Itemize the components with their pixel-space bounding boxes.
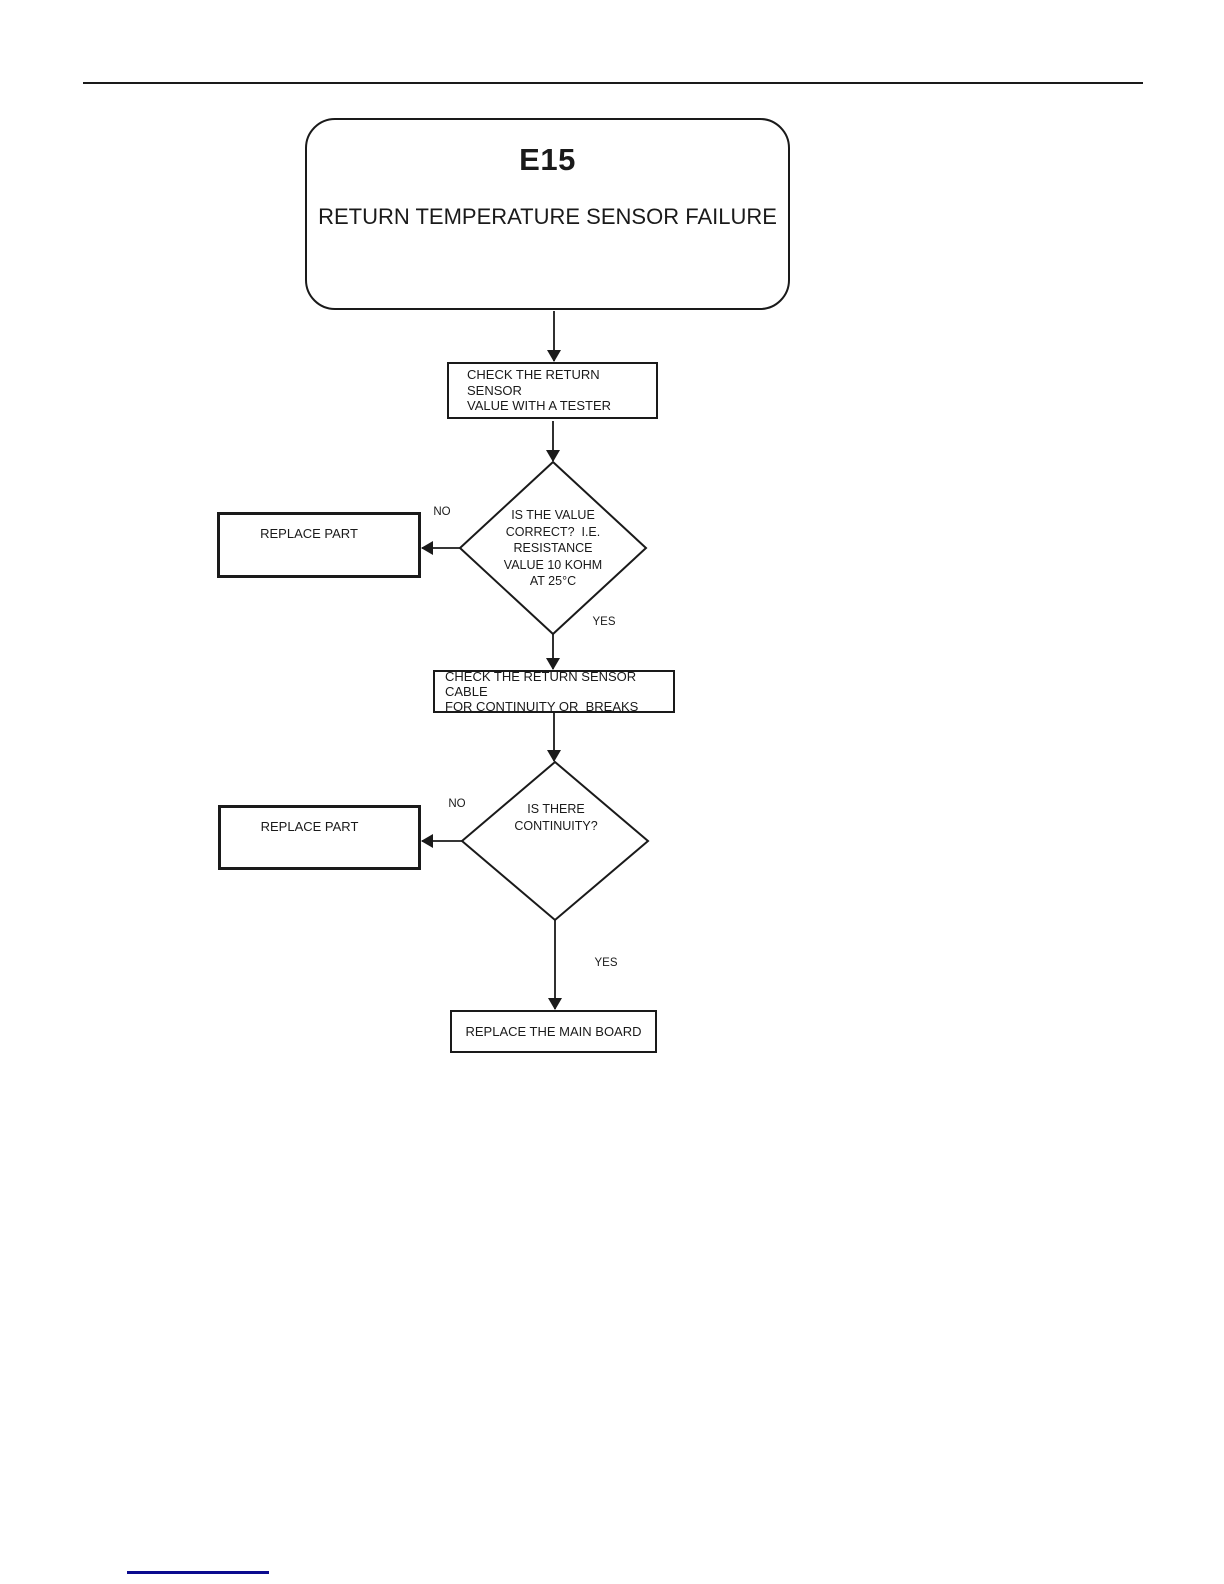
branch-label-yes-2: YES — [594, 957, 618, 969]
process-check-sensor-cable: CHECK THE RETURN SENSOR CABLE FOR CONTIN… — [433, 669, 675, 714]
process-check-sensor-line2: VALUE WITH A TESTER — [467, 398, 611, 414]
process-replace-part-2: REPLACE PART — [218, 805, 421, 870]
process-replace-part-1: REPLACE PART — [217, 512, 421, 578]
process-replace-main-board: REPLACE THE MAIN BOARD — [450, 1010, 657, 1053]
replace-main-board-label: REPLACE THE MAIN BOARD — [465, 1024, 642, 1039]
replace-part-2-label: REPLACE PART — [260, 819, 359, 834]
error-title-line2: FAILURE — [685, 204, 777, 229]
process-check-sensor-line1: CHECK THE RETURN SENSOR — [467, 367, 604, 398]
decision-value-line5: AT 25°C — [529, 574, 577, 588]
error-code: E15 — [519, 142, 576, 177]
replace-part-1-label: REPLACE PART — [260, 526, 358, 541]
terminator-error-e15: E15 RETURN TEMPERATURE SENSOR FAILURE — [305, 118, 790, 310]
branch-label-no-2: NO — [448, 798, 466, 810]
decision-value-line3: RESISTANCE — [513, 541, 593, 555]
branch-label-no-1: NO — [433, 506, 451, 518]
error-title: RETURN TEMPERATURE SENSOR FAILURE — [307, 202, 788, 232]
header-rule — [83, 82, 1143, 84]
decision-continuity-line1: IS THERE — [527, 802, 585, 816]
branch-label-yes-1: YES — [592, 616, 616, 628]
process-check-sensor-value: CHECK THE RETURN SENSOR VALUE WITH A TES… — [447, 362, 658, 419]
decision-value-line1: IS THE VALUE — [511, 508, 595, 522]
decision-diamond-continuity — [460, 760, 650, 922]
process-check-cable-line2: FOR CONTINUITY OR BREAKS — [445, 699, 639, 714]
footer-link-underline[interactable] — [127, 1571, 269, 1574]
decision-value-text: IS THE VALUE CORRECT? I.E. RESISTANCE VA… — [473, 507, 633, 590]
decision-continuity-text: IS THERE CONTINUITY? — [478, 801, 634, 834]
decision-value-line4: VALUE 10 KOHM — [503, 557, 603, 572]
error-title-line1: RETURN TEMPERATURE SENSOR — [318, 204, 680, 229]
decision-continuity-line2: CONTINUITY? — [514, 818, 598, 833]
decision-value-line2: CORRECT? I.E. — [505, 524, 601, 539]
process-check-cable-line1: CHECK THE RETURN SENSOR CABLE — [445, 669, 640, 699]
